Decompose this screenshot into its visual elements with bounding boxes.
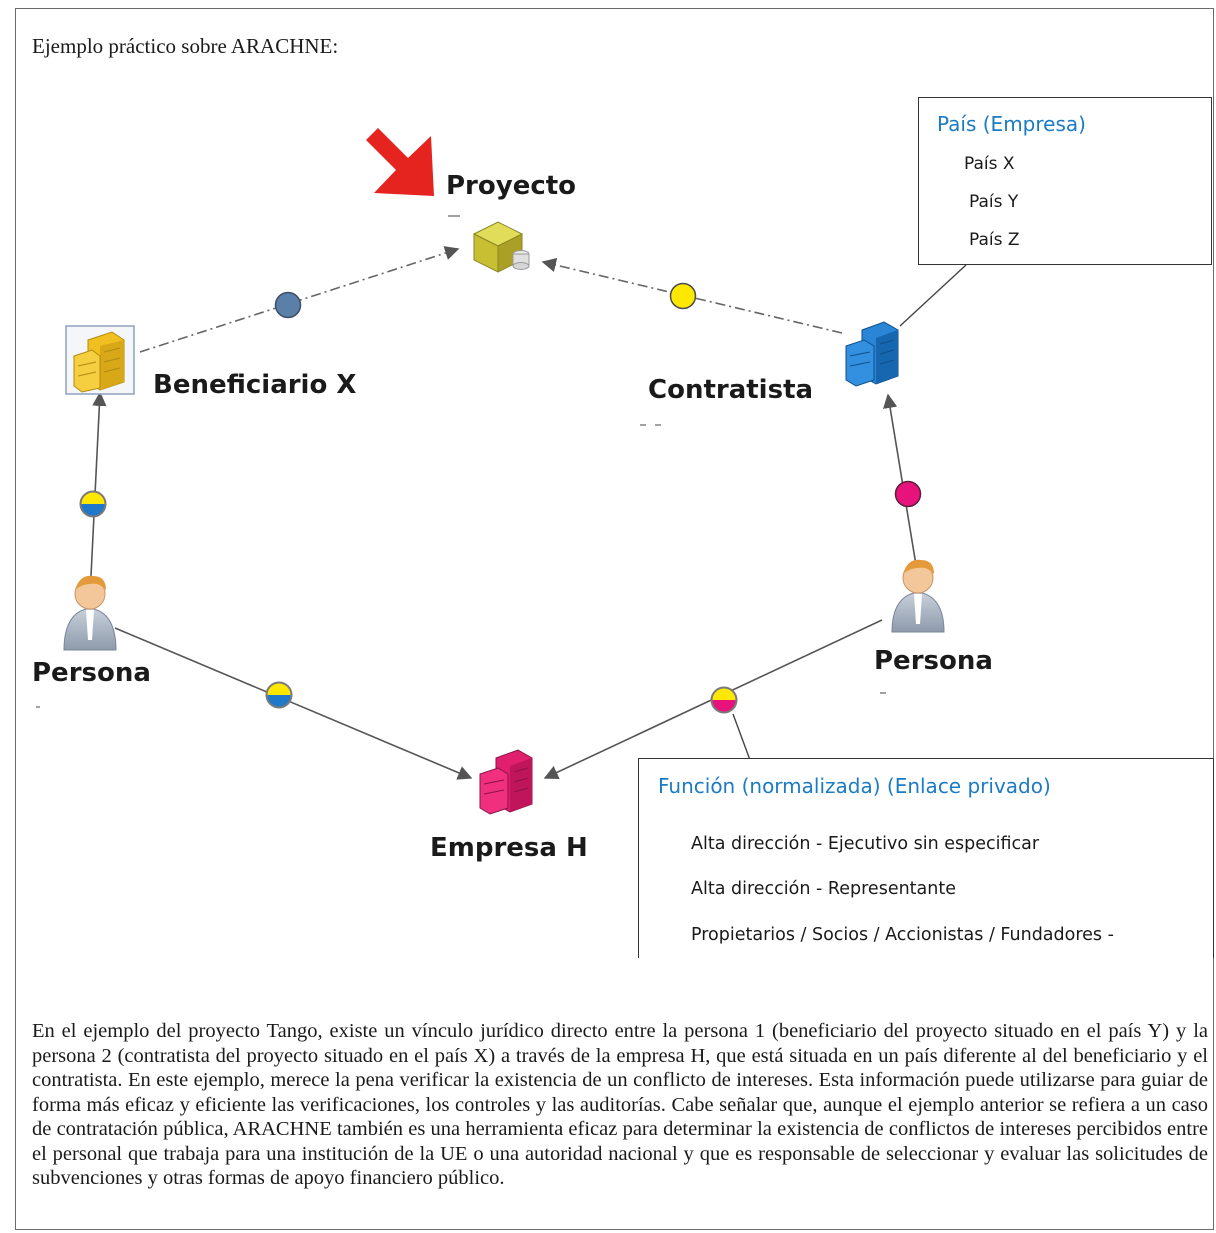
dot-country-y [669,282,697,310]
contractor-building-icon [845,321,899,387]
person-left-icon [63,575,117,651]
node-label-persona-left: Persona [32,658,151,688]
legend-function-item-propietarios: Propietarios / Socios / Accionistas / Fu… [691,925,1114,945]
node-label-beneficiario: Beneficiario X [153,370,357,400]
legend-function-connector [732,713,751,761]
red-arrow-icon [366,128,434,196]
body-paragraph: En el ejemplo del proyecto Tango, existe… [32,1020,1208,1189]
label-stubs [36,215,886,708]
dot-function-split-right [710,686,738,714]
node-label-proyecto: Proyecto [446,171,577,201]
edge-person-left-company [114,627,473,780]
node-label-persona-right: Persona [874,646,993,676]
edge-person-left-beneficiary [90,391,107,577]
beneficiary-building-icon [65,325,135,395]
legend-function: Función (normalizada) (Enlace privado) A… [638,758,1214,958]
dot-country-z [894,480,922,508]
dot-function-split-left [79,490,107,518]
dot-function-split-bottom [265,681,293,709]
legend-function-item-representante: Alta dirección - Representante [691,879,956,899]
node-label-empresa: Empresa H [430,833,588,863]
legend-country: País (Empresa) País X País Y País Z [918,97,1212,265]
project-cube-icon [472,221,530,273]
legend-function-item-ejecutivo: Alta dirección - Ejecutivo sin especific… [691,834,1040,854]
legend-function-title: Función (normalizada) (Enlace privado) [658,774,1051,798]
edge-person-right-contractor [883,393,917,566]
company-building-icon [479,749,533,815]
legend-country-item-y: País Y [969,192,1019,212]
legend-country-title: País (Empresa) [937,112,1086,136]
edges [90,246,967,780]
edge-dots [79,282,922,714]
node-label-contratista: Contratista [648,375,814,405]
legend-country-item-z: País Z [969,230,1020,250]
legend-country-connector [899,264,967,327]
legend-country-item-x: País X [964,154,1015,174]
example-heading: Ejemplo práctico sobre ARACHNE: [32,34,339,58]
person-right-icon [891,559,945,633]
dot-country-x [274,291,302,319]
